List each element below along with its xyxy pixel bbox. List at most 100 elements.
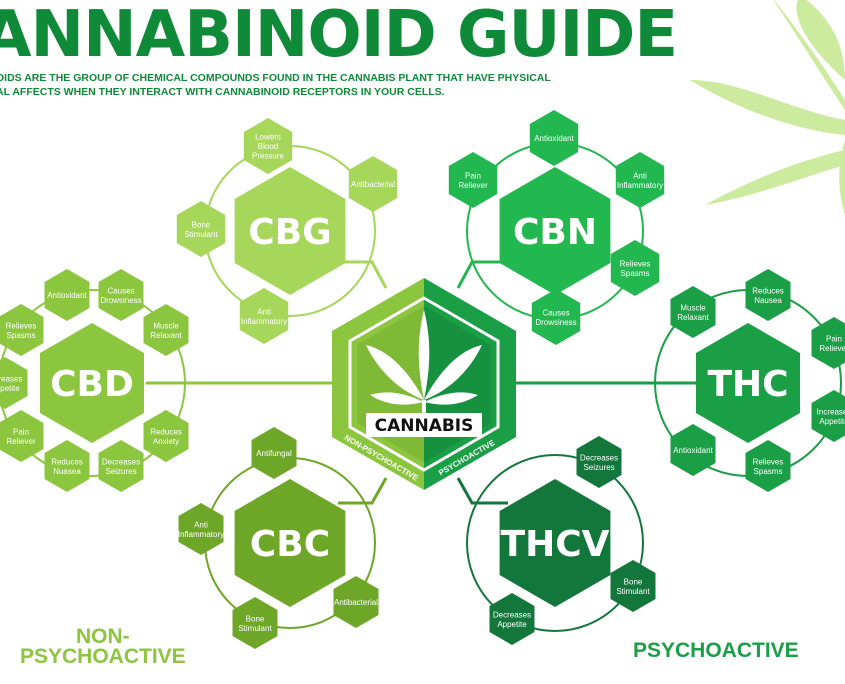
cannabis-leaf-icon	[366, 310, 482, 414]
cbd-label: CBD	[50, 364, 134, 405]
effect-node: IncreasesAppetite	[811, 390, 845, 442]
effect-hexagon	[348, 156, 398, 212]
effect-node: Antioxidant	[44, 269, 90, 321]
cbd-ring	[0, 289, 186, 477]
effect-node: Antifungal	[251, 427, 297, 479]
center-label: CANNABIS	[375, 416, 474, 436]
effect-label: Antioxidant	[47, 291, 87, 300]
connector-thcv	[456, 477, 508, 505]
effect-hexagon	[745, 440, 791, 492]
legend-line: PSYCHOACTIVE	[20, 645, 186, 668]
effect-hexagon	[610, 560, 656, 612]
cbd-hexagon	[40, 323, 144, 443]
effect-label: Antioxidant	[673, 446, 713, 455]
subtitle-line: AL AFFECTS WHEN THEY INTERACT WITH CANNA…	[0, 86, 445, 98]
cbg-hexagon	[234, 167, 346, 295]
effect-node: Antibacterial	[333, 576, 379, 628]
legend-non-psychoactive: NON- PSYCHOACTIVE	[20, 626, 186, 668]
effect-hexagon	[98, 269, 144, 321]
effect-label: Antibacterial	[334, 598, 378, 607]
effect-node: Antioxidant	[529, 110, 579, 166]
effect-label: Antioxidant	[534, 134, 574, 143]
effect-node: Antibacterial	[348, 156, 398, 212]
cannabis-center: CANNABIS NON-PSYCHOACTIVE PSYCHOACTIVE	[332, 278, 516, 490]
effect-label: IncreasesAppetite	[817, 407, 845, 426]
effect-hexagon	[176, 201, 226, 257]
effect-hexagon	[178, 503, 224, 555]
effect-hexagon	[811, 390, 845, 442]
effect-hexagon	[745, 269, 791, 321]
effect-hexagon	[531, 289, 581, 345]
connector-cbn	[456, 260, 508, 289]
effect-hexagon	[0, 357, 28, 409]
effect-hexagon	[44, 440, 90, 492]
page-subtitle: OIDS ARE THE GROUP OF CHEMICAL COMPOUNDS…	[0, 71, 551, 99]
effect-hexagon	[489, 593, 535, 645]
effect-node: Antioxidant	[670, 424, 716, 476]
cbn-hexagon	[499, 167, 611, 295]
effect-hexagon	[615, 152, 665, 208]
subtitle-line: OIDS ARE THE GROUP OF CHEMICAL COMPOUNDS…	[0, 72, 551, 84]
effect-hexagon	[143, 304, 189, 356]
effect-hexagon	[576, 436, 622, 488]
effect-hexagon	[44, 269, 90, 321]
page-title: ANNABINOID GUIDE	[0, 0, 678, 72]
effect-label: IncreasesAppetite	[0, 374, 22, 393]
effect-hexagon	[243, 118, 293, 174]
effect-hexagon	[610, 240, 660, 296]
connector-cbg	[338, 260, 388, 289]
cbc-label: CBC	[250, 524, 330, 565]
cbn-label: CBN	[513, 212, 597, 253]
thcv-label: THCV	[501, 524, 610, 565]
legend-psychoactive: PSYCHOACTIVE	[633, 639, 799, 662]
effect-label: Antibacterial	[351, 180, 395, 189]
effect-label: Antifungal	[256, 449, 292, 458]
thcv-hexagon	[499, 479, 611, 607]
effect-hexagon	[811, 317, 845, 369]
effect-hexagon	[670, 424, 716, 476]
thc-hexagon	[696, 323, 800, 443]
